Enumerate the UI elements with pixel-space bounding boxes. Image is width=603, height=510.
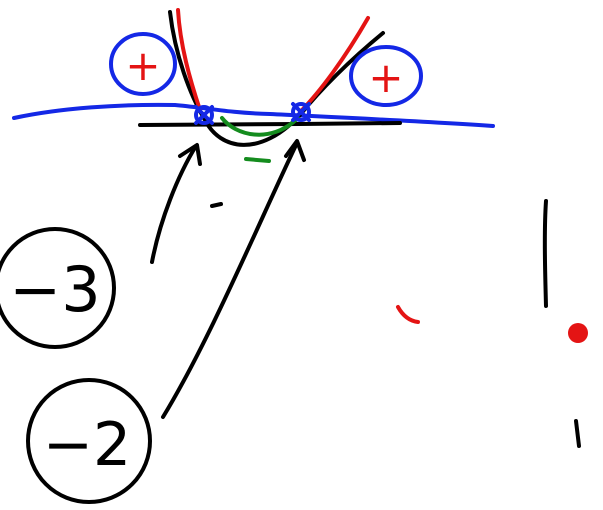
number-line bbox=[12, 102, 495, 128]
stray-red-mark bbox=[396, 305, 420, 324]
root-text-right: −2 bbox=[43, 410, 131, 480]
negative-sign-mark bbox=[244, 157, 271, 163]
arrow-left-head bbox=[178, 143, 202, 166]
parabola-positive-left bbox=[176, 8, 202, 112]
root-marker-right bbox=[291, 102, 311, 122]
root-marker-left bbox=[194, 105, 214, 125]
positive-region-left-label: + bbox=[109, 32, 177, 96]
axis-line bbox=[138, 121, 402, 127]
parabola-curve bbox=[168, 10, 385, 147]
vertical-stroke-top bbox=[542, 199, 548, 308]
parabola-positive-right bbox=[298, 16, 370, 114]
arrow-left-shaft bbox=[150, 144, 198, 264]
arrow-right-shaft bbox=[161, 141, 299, 419]
parabola-negative-segment bbox=[220, 116, 300, 137]
vertical-stroke-bottom bbox=[574, 419, 581, 448]
root-label-minus-two: −2 bbox=[26, 378, 152, 504]
arrow-right-head bbox=[284, 139, 306, 162]
stray-dash-mark bbox=[210, 202, 223, 208]
plus-sign-left: + bbox=[125, 41, 160, 90]
root-label-minus-three: −3 bbox=[0, 227, 116, 349]
root-text-left: −3 bbox=[9, 253, 100, 326]
red-dot-cursor-icon[interactable] bbox=[568, 323, 588, 343]
plus-sign-right: + bbox=[368, 53, 403, 102]
positive-region-right-label: + bbox=[349, 45, 423, 107]
